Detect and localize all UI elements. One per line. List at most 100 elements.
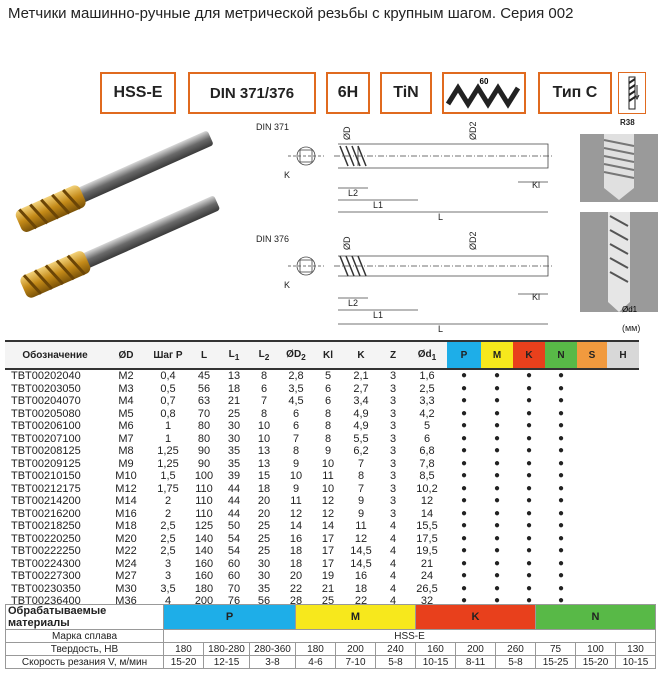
cell-value: 3: [389, 382, 397, 395]
cell-suitability: ●: [460, 532, 468, 544]
l1-label-2: L1: [373, 310, 383, 320]
cell-suitability: ●: [525, 395, 533, 407]
cell-value: 4: [389, 520, 397, 533]
cell-value: M4: [118, 395, 134, 408]
cell-value: 13: [227, 370, 241, 383]
cell-value: 8,5: [419, 470, 435, 483]
table-header-row: Обозначение ØD Шаг P L L1 L2 ØD2 Kl K Z …: [5, 340, 639, 370]
cell-suitability: ●: [493, 470, 501, 482]
cell-value: 10: [289, 470, 303, 483]
cell-suitability: [577, 558, 607, 571]
cell-value: 6: [324, 382, 332, 395]
cell-value: 24: [420, 570, 434, 583]
cell-value: M2: [118, 370, 134, 383]
badge-tolerance: 6H: [326, 72, 370, 114]
din371-label: DIN 371: [256, 122, 289, 132]
cell-suitability: [607, 420, 639, 433]
cell-code: TBT00216200: [11, 507, 81, 520]
cell-suitability: ●: [493, 407, 501, 419]
cell-suitability: ●: [525, 420, 533, 432]
cell-value: 9: [357, 495, 365, 508]
cell-value: 5: [324, 370, 332, 383]
cell-value: 35: [257, 582, 271, 595]
cell-suitability: ●: [493, 520, 501, 532]
speed-value: 12-15: [203, 655, 250, 669]
cell-suitability: [577, 583, 607, 596]
col-pitch: Шаг P: [147, 340, 189, 370]
cell-suitability: ●: [525, 532, 533, 544]
cell-code: TBT00206100: [11, 420, 81, 433]
cell-suitability: ●: [557, 557, 565, 569]
cell-suitability: ●: [525, 520, 533, 532]
k-label-2: K: [284, 280, 290, 290]
cell-value: 4: [389, 570, 397, 583]
cell-suitability: ●: [493, 545, 501, 557]
cell-suitability: ●: [557, 382, 565, 394]
cell-value: 1,25: [157, 457, 179, 470]
cell-code: TBT00224300: [11, 557, 81, 570]
cell-code: TBT00222250: [11, 545, 81, 558]
materials-header: Обрабатываемые материалы: [5, 604, 164, 630]
cell-value: 7: [357, 457, 365, 470]
col-l1: L1: [219, 340, 249, 370]
cell-suitability: ●: [525, 507, 533, 519]
cell-value: 17,5: [416, 532, 438, 545]
cell-value: 9: [292, 482, 300, 495]
cell-value: 18: [227, 382, 241, 395]
cell-value: 60: [227, 557, 241, 570]
cell-value: 15,5: [416, 520, 438, 533]
cell-value: 22: [354, 595, 368, 608]
cell-code: TBT00205080: [11, 407, 81, 420]
cell-value: 140: [194, 545, 214, 558]
cell-value: 3: [389, 432, 397, 445]
cell-value: 4,9: [353, 407, 369, 420]
cell-value: 6,8: [419, 445, 435, 458]
col-group-m: M: [481, 340, 513, 370]
cell-suitability: ●: [525, 382, 533, 394]
cell-value: 4,2: [419, 407, 435, 420]
cell-value: 3: [389, 482, 397, 495]
cell-value: 3: [389, 470, 397, 483]
group-n: N: [535, 604, 656, 630]
cell-suitability: ●: [493, 482, 501, 494]
cell-value: 140: [194, 532, 214, 545]
cell-value: 20: [289, 570, 303, 583]
cell-value: 35: [227, 457, 241, 470]
technical-drawings: DIN 371 DIN 376 ØD ØD2 ØD ØD2 L2 L1 L Kl…: [256, 121, 553, 334]
cell-value: M20: [115, 532, 137, 545]
cell-value: 110: [195, 495, 213, 508]
cell-suitability: ●: [493, 570, 501, 582]
cell-suitability: ●: [460, 370, 468, 382]
cell-value: 3: [164, 557, 172, 570]
cell-value: 14,5: [350, 557, 372, 570]
hardness-value: 180: [295, 642, 336, 656]
cell-suitability: [577, 545, 607, 558]
cell-suitability: ●: [460, 545, 468, 557]
cell-suitability: ●: [460, 432, 468, 444]
din376-label: DIN 376: [256, 234, 289, 244]
cell-value: 14,5: [350, 545, 372, 558]
cell-value: 25: [321, 595, 335, 608]
cell-value: 1,5: [160, 470, 176, 483]
cell-suitability: ●: [557, 595, 565, 607]
speed-value: 10-15: [615, 655, 656, 669]
cell-suitability: ●: [557, 582, 565, 594]
alloy-label: Марка сплава: [5, 629, 164, 643]
cell-suitability: ●: [525, 582, 533, 594]
cell-suitability: ●: [460, 457, 468, 469]
cell-value: 80: [197, 432, 211, 445]
col-l: L: [189, 340, 219, 370]
cell-value: M18: [115, 520, 137, 533]
page-title: Метчики машинно-ручные для метрической р…: [8, 5, 574, 22]
cell-suitability: ●: [493, 420, 501, 432]
cell-code: TBT00236400: [11, 595, 81, 608]
cell-value: 6: [260, 382, 268, 395]
cell-value: 14: [321, 520, 335, 533]
l2-label-1: L2: [348, 188, 358, 198]
cell-value: 18: [289, 557, 303, 570]
cell-value: 6: [292, 420, 300, 433]
